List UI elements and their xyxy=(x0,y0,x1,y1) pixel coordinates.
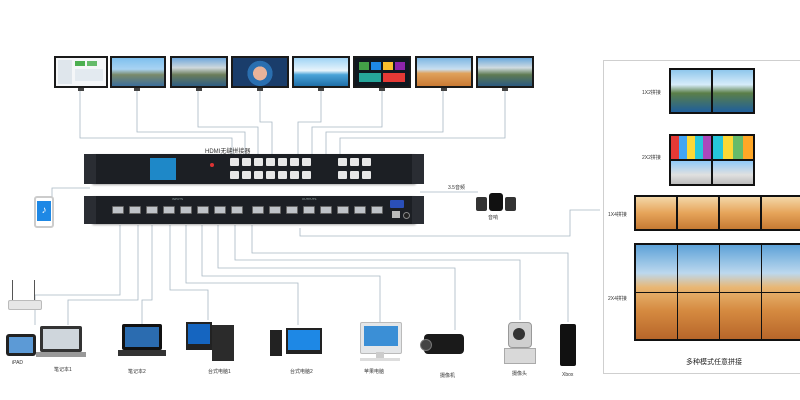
hdmi-out-6[interactable] xyxy=(337,206,349,214)
desktop-1-monitor-icon xyxy=(186,322,212,350)
source-label-webcam: 摄像头 xyxy=(512,371,528,377)
camcorder-icon xyxy=(420,334,464,354)
hdmi-out-1[interactable] xyxy=(252,206,264,214)
imac-icon xyxy=(360,322,402,354)
hdmi-out-3[interactable] xyxy=(286,206,298,214)
hdmi-out-5[interactable] xyxy=(320,206,332,214)
power-led xyxy=(210,163,214,167)
output-button-5[interactable] xyxy=(278,171,287,179)
monitor-3 xyxy=(170,56,228,88)
hdmi-out-4[interactable] xyxy=(303,206,315,214)
speaker-right-icon xyxy=(505,197,516,211)
laptop-1-icon xyxy=(40,326,82,352)
mode-label-2x2: 2X2拼接 xyxy=(642,155,661,161)
desktop-2-monitor-icon xyxy=(286,328,322,354)
laptop-2-base xyxy=(118,350,166,356)
monitor-2 xyxy=(110,56,166,88)
monitor-5 xyxy=(292,56,350,88)
function-button-1[interactable] xyxy=(338,158,347,166)
source-label-desktop-2: 台式电脑2 xyxy=(290,369,313,375)
input-button-6[interactable] xyxy=(290,158,299,166)
hdmi-out-7[interactable] xyxy=(354,206,366,214)
source-label-laptop-2: 笔记本2 xyxy=(128,369,146,375)
power-jack[interactable] xyxy=(403,212,410,219)
subwoofer-icon xyxy=(489,193,503,211)
monitor-1 xyxy=(54,56,108,88)
monitor-6 xyxy=(353,56,411,88)
output-button-2[interactable] xyxy=(242,171,251,179)
function-button-4[interactable] xyxy=(338,171,347,179)
lcd-screen xyxy=(150,158,176,180)
hdmi-in-8[interactable] xyxy=(231,206,243,214)
audio-line-label: 3.5音频 xyxy=(448,185,465,191)
hdmi-in-4[interactable] xyxy=(163,206,175,214)
mode-label-1x2: 1X2拼接 xyxy=(642,90,661,96)
mode-label-1x4: 1X4拼接 xyxy=(608,212,627,218)
phone: ♪ xyxy=(34,196,54,228)
output-button-7[interactable] xyxy=(302,171,311,179)
laptop-1-base xyxy=(36,352,86,357)
hdmi-out-8[interactable] xyxy=(371,206,383,214)
input-button-5[interactable] xyxy=(278,158,287,166)
matrix-title: HDMI无缝拼接器 xyxy=(205,149,251,155)
lan-port[interactable] xyxy=(392,211,400,218)
source-label-camcorder: 摄像机 xyxy=(440,373,456,379)
source-label-imac: 苹果电脑 xyxy=(364,369,385,375)
wall-1x2 xyxy=(669,68,755,114)
matrix-rear-panel: INPUTS OUTPUTS xyxy=(84,196,424,224)
music-icon: ♪ xyxy=(37,201,51,221)
output-button-6[interactable] xyxy=(290,171,299,179)
inputs-label: INPUTS xyxy=(172,197,184,201)
laptop-2-icon xyxy=(122,324,162,350)
source-label-desktop-1: 台式电脑1 xyxy=(208,369,231,375)
input-button-2[interactable] xyxy=(242,158,251,166)
wall-2x4 xyxy=(634,243,800,341)
function-button-5[interactable] xyxy=(350,171,359,179)
output-button-3[interactable] xyxy=(254,171,263,179)
outputs-label: OUTPUTS xyxy=(302,197,317,201)
hdmi-out-2[interactable] xyxy=(269,206,281,214)
matrix-front-panel xyxy=(84,154,424,184)
function-button-6[interactable] xyxy=(362,171,371,179)
desktop-1-tower-icon xyxy=(212,325,234,361)
webcam-icon xyxy=(508,322,532,348)
desktop-2-tower-icon xyxy=(270,330,282,356)
function-button-3[interactable] xyxy=(362,158,371,166)
function-button-2[interactable] xyxy=(350,158,359,166)
video-wall-panel: 1X2拼接 2X2拼接 1X4拼接 2X4拼接 多种模式任意拼接 xyxy=(603,60,800,374)
speaker-left-icon xyxy=(476,197,487,211)
input-button-1[interactable] xyxy=(230,158,239,166)
monitor-7 xyxy=(415,56,473,88)
wall-1x4 xyxy=(634,195,800,231)
hdmi-in-2[interactable] xyxy=(129,206,141,214)
xbox-icon xyxy=(560,324,576,366)
hdmi-in-5[interactable] xyxy=(180,206,192,214)
ipad-icon xyxy=(6,334,36,356)
source-label-laptop-1: 笔记本1 xyxy=(54,367,72,373)
wall-title: 多种模式任意拼接 xyxy=(686,359,742,366)
router-icon xyxy=(8,300,42,310)
hdmi-in-7[interactable] xyxy=(214,206,226,214)
input-button-7[interactable] xyxy=(302,158,311,166)
mode-label-2x4: 2X4拼接 xyxy=(608,296,627,302)
wall-2x2 xyxy=(669,134,755,186)
output-button-1[interactable] xyxy=(230,171,239,179)
hdmi-in-3[interactable] xyxy=(146,206,158,214)
input-button-3[interactable] xyxy=(254,158,263,166)
monitor-8 xyxy=(476,56,534,88)
monitor-4 xyxy=(231,56,289,88)
source-label-xbox: Xbox xyxy=(562,372,574,378)
source-label-ipad: iPAD xyxy=(12,360,24,366)
speaker-label: 音响 xyxy=(488,215,499,221)
rs232-port[interactable] xyxy=(390,200,404,208)
hdmi-in-6[interactable] xyxy=(197,206,209,214)
hdmi-in-1[interactable] xyxy=(112,206,124,214)
output-button-4[interactable] xyxy=(266,171,275,179)
input-button-4[interactable] xyxy=(266,158,275,166)
